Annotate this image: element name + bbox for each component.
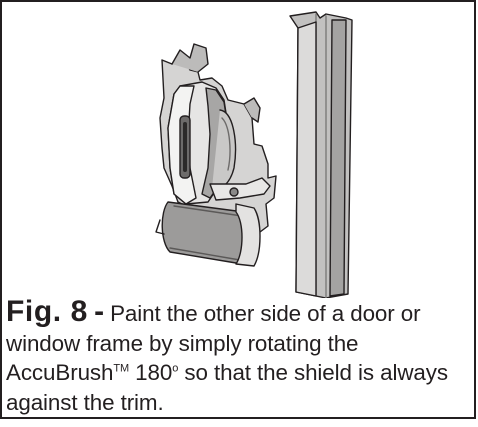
roller-shield xyxy=(235,203,261,267)
figure-frame xyxy=(0,0,476,419)
side-clip xyxy=(243,97,261,123)
trim-shadow xyxy=(329,19,347,297)
caption-text-3: so that the shield is always against the… xyxy=(6,360,448,415)
caption-text-1: Paint the other side of a door or window… xyxy=(6,301,421,385)
lower-arm xyxy=(209,177,271,201)
top-clip xyxy=(171,43,209,73)
accubrush-on-door-frame-illustration xyxy=(155,11,353,298)
figure-label: Fig. 8 xyxy=(6,295,88,328)
trademark-symbol: TM xyxy=(113,362,130,375)
roller-base-shadow xyxy=(155,219,165,235)
figure-dash: - xyxy=(94,295,104,328)
pivot-screw xyxy=(229,187,239,197)
degree-symbol: o xyxy=(172,362,179,375)
trim-highlight xyxy=(295,21,317,297)
caption-text-2: 180 xyxy=(129,360,173,385)
figure-caption: Fig. 8 - Paint the other side of a door … xyxy=(6,297,472,417)
